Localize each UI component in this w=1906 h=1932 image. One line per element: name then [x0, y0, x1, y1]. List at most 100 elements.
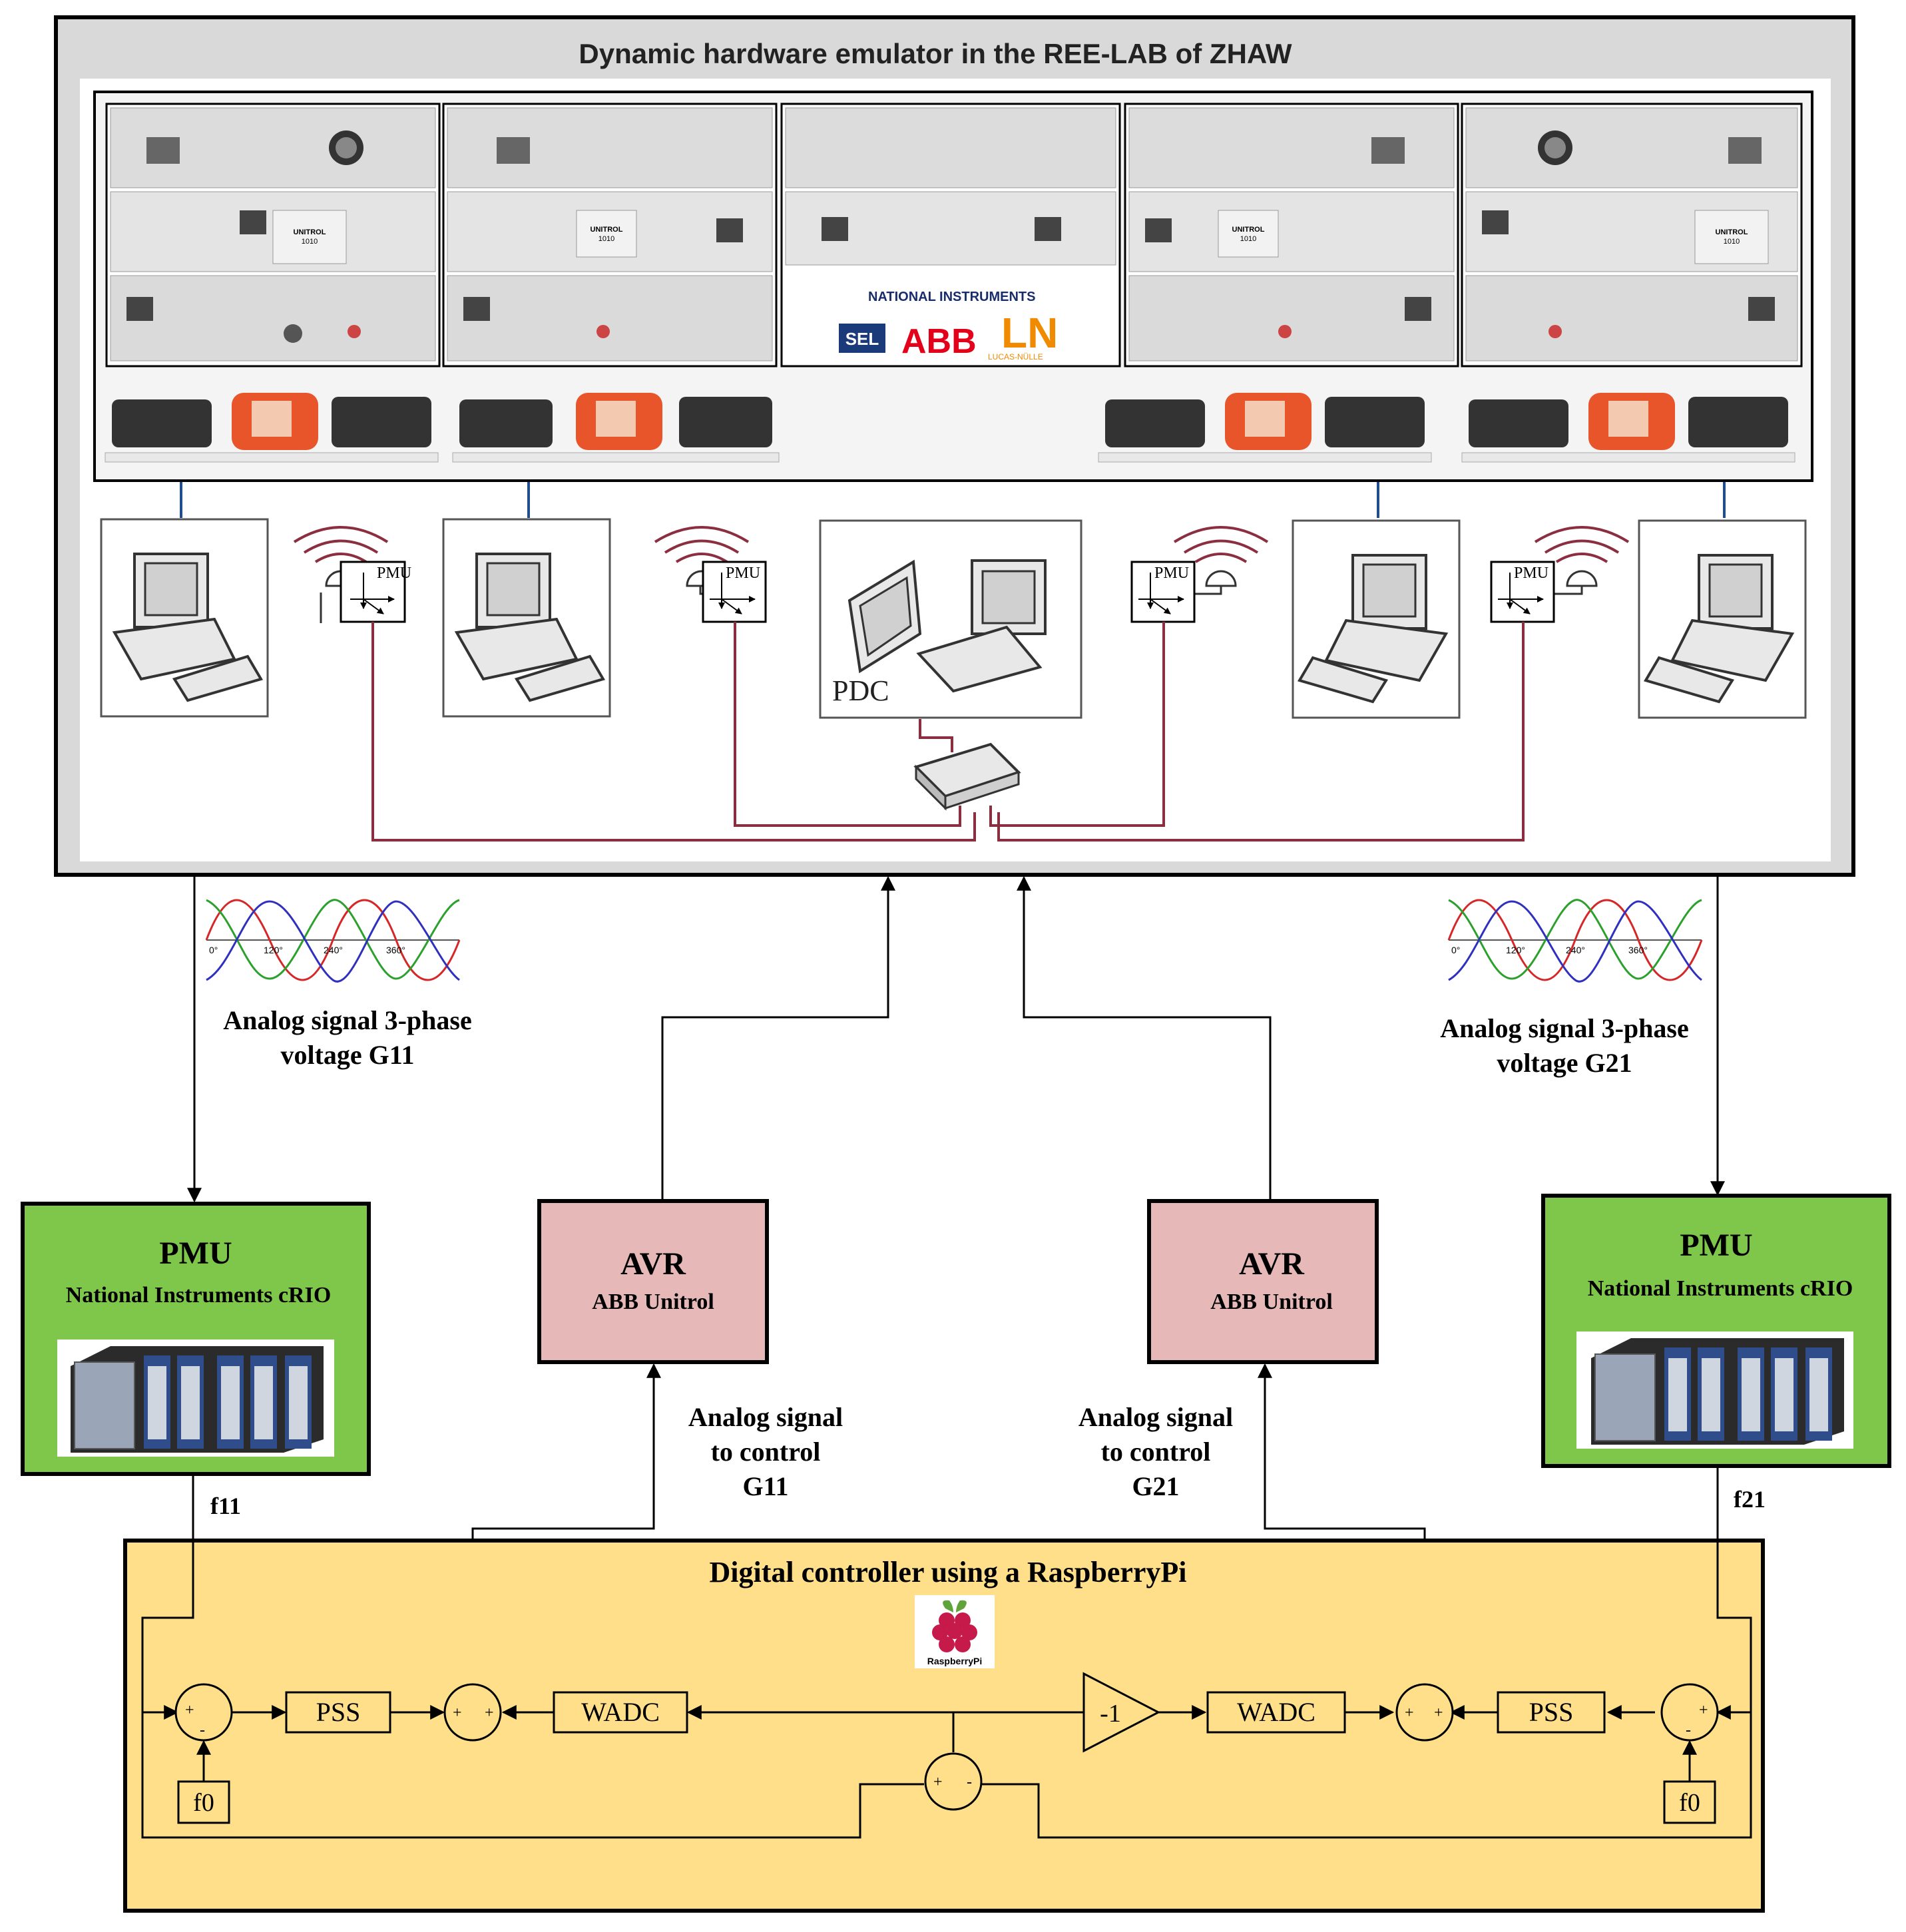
computer-pdc: PDC: [819, 519, 1082, 719]
machine-set-2: [452, 393, 780, 463]
svg-text:PMU: PMU: [726, 565, 760, 582]
svg-text:1010: 1010: [1724, 238, 1740, 246]
svg-text:PSS: PSS: [316, 1697, 361, 1727]
crio-device-right: [1591, 1338, 1844, 1445]
pmu-right-subtitle: National Instruments cRIO: [1588, 1276, 1853, 1301]
pdc-label: PDC: [832, 674, 889, 707]
svg-text:360°: 360°: [386, 945, 405, 955]
svg-text:240°: 240°: [324, 945, 343, 955]
controller-wiring: [141, 1466, 1752, 1839]
computer-2: [442, 518, 611, 718]
avr-link-right: [1017, 875, 1272, 1201]
svg-text:PSS: PSS: [1529, 1697, 1574, 1727]
svg-text:+: +: [453, 1704, 462, 1722]
avr-right-title: AVR: [1239, 1246, 1305, 1282]
pss-block-left: PSS: [285, 1691, 391, 1734]
f0-block-left: f0: [177, 1780, 230, 1824]
control-label-right-line3: G21: [1132, 1471, 1179, 1501]
pmu-right-output-label: f21: [1734, 1486, 1766, 1513]
svg-text:+: +: [1434, 1704, 1443, 1722]
sum-junction-left-input: + -: [174, 1683, 233, 1742]
avr-left-title: AVR: [620, 1246, 686, 1282]
lab-pmu-box-4: PMU: [1490, 561, 1555, 623]
control-label-left-line3: G11: [743, 1471, 789, 1501]
signal-label-right-line2: voltage G21: [1497, 1048, 1632, 1078]
avr-left-block: AVR ABB Unitrol: [537, 1199, 769, 1364]
pmu-left-subtitle: National Instruments cRIO: [66, 1283, 332, 1308]
computers: PDC: [100, 518, 1807, 719]
workstation-panel-4: UNITROL 1010: [1124, 103, 1459, 367]
sum-junction-left-output: + +: [443, 1683, 502, 1742]
workstation-panel-center: NATIONAL INSTRUMENTS SEL ABB LN LUCAS-NÜ…: [780, 103, 1121, 367]
control-label-right-line1: Analog signal: [1078, 1402, 1233, 1432]
logo-ln: LN: [1001, 309, 1058, 357]
lab-pmus: PMU PMU PMU: [293, 526, 1630, 623]
wadc-block-right: WADC: [1206, 1691, 1346, 1734]
gain-block: -1: [1082, 1672, 1161, 1753]
svg-text:RaspberryPi: RaspberryPi: [927, 1656, 982, 1666]
svg-text:0°: 0°: [209, 945, 218, 955]
machine-sets: [105, 393, 1795, 463]
logo-sel: SEL: [845, 329, 879, 349]
svg-text:360°: 360°: [1628, 945, 1648, 955]
svg-text:0°: 0°: [1451, 945, 1460, 955]
network-cables: [371, 622, 1525, 842]
workstation-panel-2: UNITROL 1010: [442, 103, 778, 367]
computer-4: [1292, 519, 1461, 719]
svg-text:UNITROL: UNITROL: [591, 226, 623, 234]
svg-text:+: +: [1405, 1704, 1414, 1722]
logo-sel-box: [839, 324, 885, 353]
sum-junction-center: + -: [924, 1752, 983, 1811]
avr-right-subtitle: ABB Unitrol: [1210, 1290, 1333, 1314]
three-phase-wave-left: 0° 120° 240° 360°: [205, 892, 461, 985]
control-label-left-line1: Analog signal: [688, 1402, 843, 1432]
svg-text:240°: 240°: [1566, 945, 1585, 955]
control-label-right-line2: to control: [1101, 1437, 1211, 1467]
svg-text:-: -: [967, 1774, 972, 1791]
workstation-panel-5: UNITROL 1010: [1461, 103, 1803, 367]
pmu-right-title: PMU: [1680, 1228, 1752, 1263]
sum-junction-right-output: + +: [1395, 1683, 1454, 1742]
svg-text:UNITROL: UNITROL: [1716, 228, 1748, 236]
machine-set-4: [1098, 393, 1432, 463]
sum-junction-right-input: + -: [1660, 1683, 1719, 1742]
raspberrypi-logo: RaspberryPi: [915, 1595, 995, 1668]
svg-text:f0: f0: [193, 1789, 214, 1817]
lab-pmu-box-3: PMU: [1130, 561, 1196, 623]
svg-text:+: +: [185, 1702, 194, 1719]
workstation-panel-1: UNITROL 1010: [105, 103, 441, 367]
svg-text:UNITROL: UNITROL: [1232, 226, 1265, 234]
lab-pmu-box-1: PMU: [340, 561, 411, 623]
controller-title: Digital controller using a RaspberryPi: [709, 1556, 1186, 1588]
svg-text:1010: 1010: [598, 235, 614, 243]
f11-input-wire: [141, 1474, 924, 1839]
svg-text:PMU: PMU: [1154, 565, 1189, 582]
pmu-left-output-label: f11: [210, 1493, 241, 1519]
svg-text:1010: 1010: [302, 238, 318, 246]
lab-pmu-box-2: PMU: [702, 561, 767, 623]
f0-block-right: f0: [1663, 1780, 1716, 1824]
svg-text:UNITROL: UNITROL: [294, 228, 326, 236]
f21-input-wire: [972, 1466, 1752, 1839]
pmu-left-block: PMU National Instruments cRIO: [21, 1202, 371, 1476]
svg-text:PMU: PMU: [377, 565, 411, 582]
svg-text:f0: f0: [1679, 1789, 1700, 1817]
avr-left-subtitle: ABB Unitrol: [592, 1290, 714, 1314]
svg-text:-: -: [200, 1722, 205, 1739]
control-label-left-line2: to control: [711, 1437, 821, 1467]
svg-text:+: +: [485, 1704, 494, 1722]
signal-label-right-line1: Analog signal 3-phase: [1440, 1013, 1688, 1043]
logo-lucas-nuelle: LUCAS-NÜLLE: [988, 352, 1043, 362]
emulator-title: Dynamic hardware emulator in the REE-LAB…: [579, 38, 1292, 69]
avr-right-block: AVR ABB Unitrol: [1147, 1199, 1379, 1364]
network-switch: [913, 742, 1021, 811]
three-phase-wave-right: 0° 120° 240° 360°: [1447, 892, 1703, 985]
pss-block-right: PSS: [1497, 1691, 1606, 1734]
svg-text:120°: 120°: [264, 945, 283, 955]
svg-text:1010: 1010: [1240, 235, 1256, 243]
signal-label-left-line1: Analog signal 3-phase: [223, 1005, 471, 1035]
svg-text:WADC: WADC: [1237, 1697, 1315, 1727]
svg-text:PMU: PMU: [1514, 565, 1549, 582]
avr-link-left: [661, 875, 895, 1201]
